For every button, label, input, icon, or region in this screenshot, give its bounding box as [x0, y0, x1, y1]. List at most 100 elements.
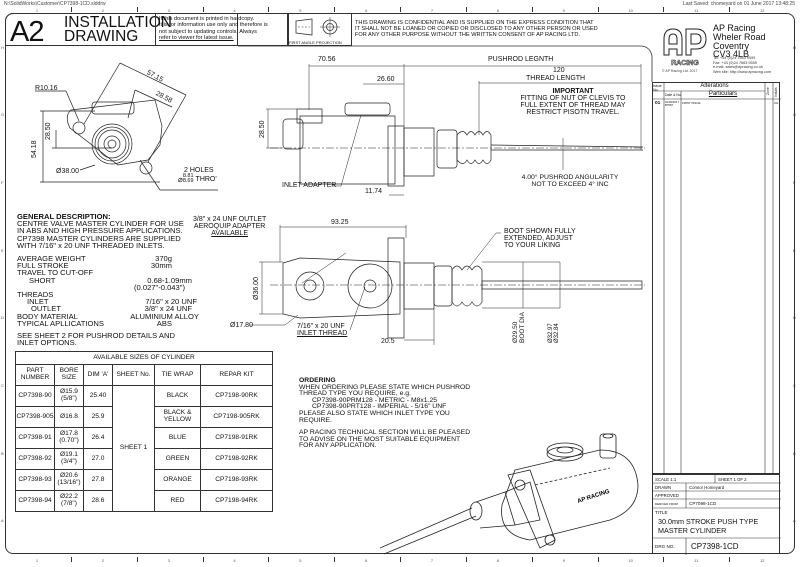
description-line: CENTRE VALVE MASTER CYLINDER FOR USE: [17, 219, 184, 229]
file-path: N:\SolidWorks\Customer\CP7398-1CD.slddrw: [4, 1, 106, 7]
cell-sheet-no: SHEET 1: [112, 385, 155, 512]
zone-tick: [400, 7, 401, 12]
logo-racing-text: RACING: [671, 60, 699, 67]
zone-row-label: A: [1, 518, 4, 524]
zone-tick: [531, 557, 533, 562]
zone-tick: [663, 557, 665, 562]
zone-tick: [334, 7, 336, 12]
contact-web: Web site: http://www.apracing.com: [713, 69, 772, 74]
general-description: GENERAL DESCRIPTION: CENTRE VALVE MASTER…: [17, 213, 199, 348]
cell-part-number: CP7398-94: [15, 490, 55, 512]
drawing-frame: [5, 13, 795, 554]
inlet-adapter-label: INLET ADAPTER: [282, 182, 337, 189]
header-repair-kit: REPAR KIT: [200, 364, 273, 386]
confidential-line: FOR ANY OTHER PURPOSE WITHOUT THE WRITTE…: [355, 31, 581, 38]
inlet-thread-note: 7/16" x 20 UNF INLET THREAD: [297, 323, 347, 337]
sheet-number: SHEET 1 OF 2: [718, 477, 747, 482]
alt-row-date: 01/06/2017 B7587: [665, 100, 679, 108]
zone-column-label: 7: [430, 558, 434, 563]
cell-dim-a: 27.8: [83, 469, 113, 491]
cell-dim-a: 27.0: [83, 448, 113, 470]
derived-from: CP7098-1CD: [689, 501, 717, 506]
cell-bore-size: Ø15.9(5/8"): [54, 385, 84, 407]
dim-9325: 93.25: [331, 219, 349, 226]
col-date: Date & No.: [665, 93, 682, 97]
col-issue: Issue No.: [653, 84, 662, 92]
body-label: BODY MATERIAL: [17, 311, 78, 321]
outlet-label: OUTLET: [31, 304, 61, 314]
zone-column-label: 9: [562, 8, 565, 13]
boot-dia: Ø29.50 BOOT DIA: [512, 312, 526, 343]
scale: SCALE 1:1: [655, 477, 677, 482]
threads-label: THREADS: [17, 290, 54, 300]
hardcopy-line: refer to viewer for latest issue.: [159, 35, 234, 42]
ordering-example-imperial: CP7398-90PRT128 - IMPERIAL - 5/16" UNF: [312, 403, 447, 411]
drawn-label: DRAWN: [655, 485, 672, 490]
outlet-note: 3/8" x 24 UNF OUTLET AEROQUIP ADAPTER AV…: [193, 216, 266, 237]
cell-part-number: CP7398-905: [15, 406, 55, 428]
confidential-line: IT SHALL NOT BE LOANED OR COPIED OR DISC…: [355, 25, 598, 32]
hardcopy-line: If this document is printed in hardcopy.: [159, 16, 255, 22]
cell-tie-wrap: BLUE: [154, 427, 201, 449]
advise-line: TO ADVISE ON THE MOST SUITABLE EQUIPMENT: [299, 435, 461, 443]
zone-tick: [400, 557, 401, 562]
header-part-number: PART NUMBER: [15, 364, 55, 386]
advise-line: AP RACING TECHNICAL SECTION WILL BE PLEA…: [299, 429, 471, 437]
important-line: FULL EXTENT OF THREAD MAY: [520, 102, 626, 109]
cell-tie-wrap: GREEN: [154, 448, 201, 470]
dia-lower: Ø32.84: [554, 323, 560, 343]
ap-racing-logo-icon: RACING: [660, 25, 710, 67]
dim-1174: 11.74: [365, 188, 382, 195]
confidential-notice: THIS DRAWING IS CONFIDENTIAL AND IS SUPP…: [355, 20, 598, 38]
zone-column-label: 1: [35, 558, 39, 563]
travel-short-label: SHORT: [29, 275, 56, 285]
alterations-table: Issue No. Alterations Date & No. Particu…: [652, 82, 780, 474]
travel-label: TRAVEL TO CUT-OFF: [17, 268, 94, 278]
zone-row-label: F: [1, 180, 4, 186]
projection-box: [288, 13, 352, 46]
dim-dia-38: Ø38.00: [56, 168, 79, 175]
drawing-title-line1: 30.0mm STROKE PUSH TYPE: [658, 517, 759, 526]
dim-r1016: R10.16: [35, 85, 58, 92]
drawing-title: 30.0mm STROKE PUSH TYPE MASTER CYLINDER: [658, 517, 758, 535]
first-angle-projection-icon: [292, 16, 348, 38]
cell-bore-size: Ø17.8(0.70"): [54, 427, 84, 449]
outlet-note-line: AEROQUIP ADAPTER: [193, 223, 266, 230]
boot-note: BOOT SHOWN FULLY EXTENDED, ADJUST TO YOU…: [504, 228, 576, 249]
hardcopy-line: not subject to updating controls. Always: [159, 28, 257, 35]
zone-tick: [531, 7, 533, 12]
cell-repair-kit: CP7198-92RK: [200, 448, 273, 470]
boot-note-line: TO YOUR LIKING: [504, 242, 561, 249]
holes-label: 2 HOLES: [184, 167, 214, 174]
angularity-line: NOT TO EXCEED 4° INC: [531, 181, 609, 188]
dim-dia-178: Ø17.80: [230, 322, 253, 329]
cell-part-number: CP7398-93: [15, 469, 55, 491]
drg-label: DRG NO.: [655, 544, 675, 549]
zone-tick: [268, 557, 270, 562]
cell-dim-a: 28.6: [83, 490, 113, 512]
zone-column-label: 8: [496, 8, 499, 13]
typical-value: ABS: [156, 318, 172, 328]
address-line: Coventry: [713, 40, 750, 51]
zone-column-label: 4: [233, 558, 236, 563]
sheet-size: A2: [10, 16, 44, 48]
zone-row-label: G: [1, 112, 5, 118]
zone-column-label: 7: [430, 8, 434, 13]
zone-column-label: 12: [760, 8, 765, 13]
spec-label: FULL STROKE: [17, 261, 69, 271]
contact-email: e-mail: sales@apracing.co.uk: [713, 65, 763, 70]
zone-tick: [70, 7, 72, 12]
see-sheet-line: INLET OPTIONS.: [17, 338, 77, 348]
description-line: WITH 7/16" x 20 UNF THREADED INLETS.: [17, 240, 165, 250]
alt-row-initials: CH: [774, 101, 779, 105]
sizes-table: AVAILABLE SIZES OF CYLINDER PART NUMBER …: [15, 351, 273, 512]
cell-dim-a: 25.40: [83, 385, 113, 407]
alt-row-issue: 01: [655, 101, 661, 106]
zone-column-label: 9: [562, 558, 565, 563]
header-bore-size: BORE SIZE: [54, 364, 84, 386]
ordering-line: PLEASE ALSO STATE WHICH INLET TYPE YOU: [299, 409, 450, 417]
important-note: IMPORTANT FITTING OF NUT OF CLEVIS TO FU…: [503, 88, 643, 116]
